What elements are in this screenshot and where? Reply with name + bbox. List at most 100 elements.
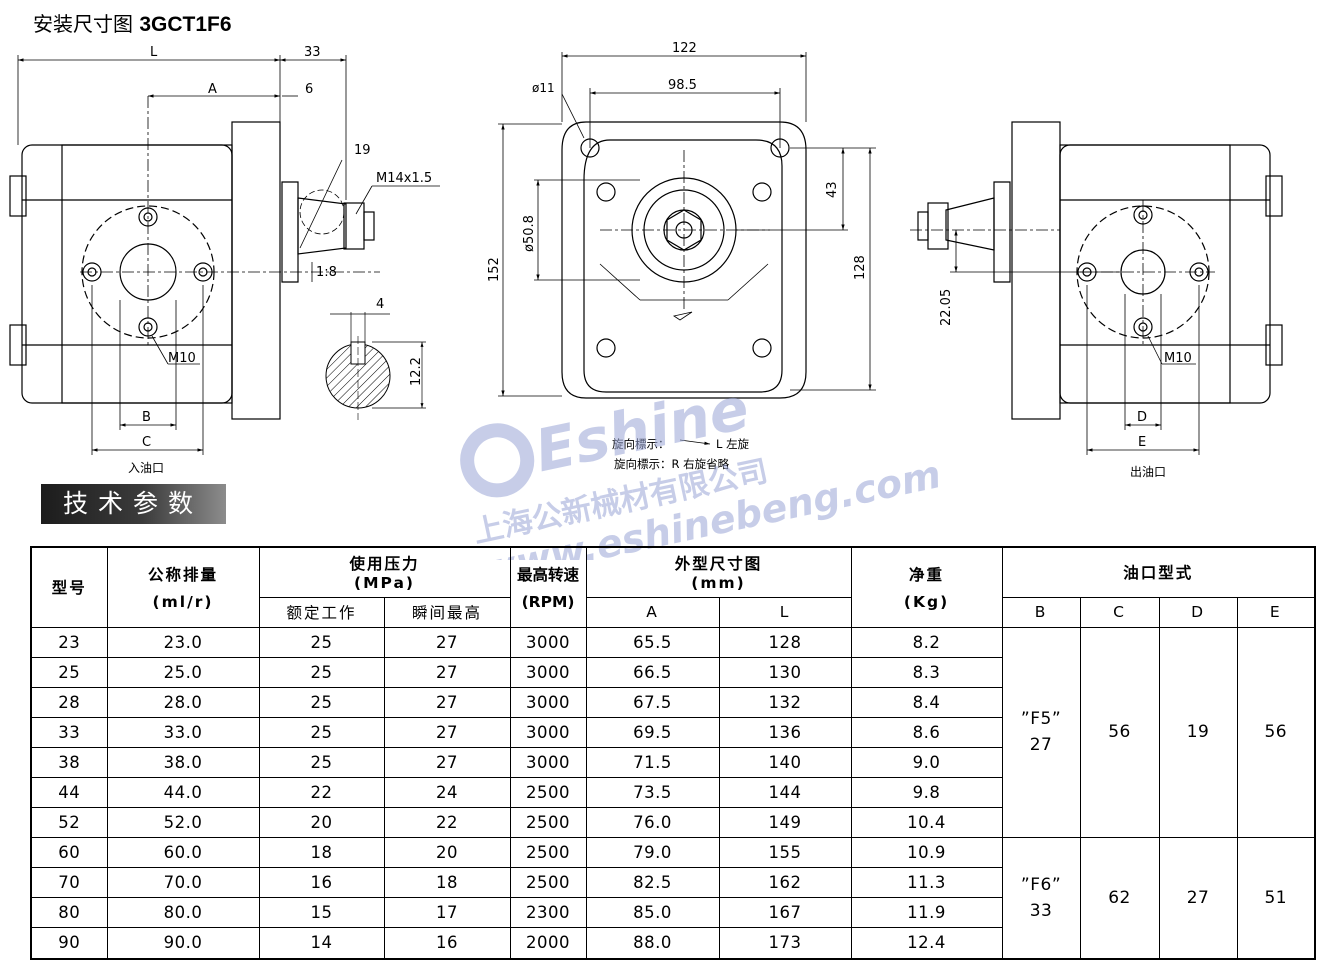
cell: 2500 [509,807,587,839]
cell: 15 [258,897,385,929]
cell: 27 [383,686,511,718]
dim-128: 128 [853,255,868,280]
th-port-c: C [1079,596,1160,628]
table-row: 23 23.0 25 27 3000 65.5 128 8.2 ”F5” 27 … [30,626,1316,839]
spec-table: 型号 公称排量 (ml/r) 使用压力 (MPa) 最高转速 (RPM) 外型尺… [30,546,1317,960]
cell: 88.0 [585,927,720,960]
cell: 9.8 [850,776,1003,809]
th-pressure-label: 使用压力 [349,555,420,574]
dim-L: L [150,45,158,60]
port-f5-b: ”F5” 27 [1001,626,1081,839]
th-displacement-unit: (ml/r) [152,593,214,612]
cell: 8.3 [850,656,1003,688]
th-peak: 瞬间最高 [383,596,511,628]
pilot-dia: ø50.8 [522,215,537,252]
th-speed-label: 最高转速 [517,566,580,585]
m10-right: M10 [1164,351,1192,366]
cell: 3000 [509,656,587,688]
cell: 2500 [509,867,587,899]
th-pressure: 使用压力 (MPa) [258,546,511,598]
cell: 27 [383,656,511,688]
cell: 38.0 [106,746,260,778]
dim-152: 152 [487,257,502,282]
cell: 140 [718,746,852,778]
th-rated: 额定工作 [258,596,385,628]
cell: 67.5 [585,686,720,718]
cell: 14 [258,927,385,960]
cell: 80.0 [106,897,260,929]
cell: 25 [258,686,385,718]
section-title: 技术参数 [41,484,226,524]
cell: 66.5 [585,656,720,688]
cell: 132 [718,686,852,718]
cell: 25.0 [106,656,260,688]
port-f5-c: 56 [1079,626,1160,839]
right-view-text: 22.05 M10 D E 出油口 [939,289,1192,479]
port-f5-b-value: 27 [1029,735,1053,756]
cell: 27 [383,716,511,748]
cell: 60.0 [106,837,260,869]
dim-33: 33 [304,45,321,60]
cell: 9.0 [850,746,1003,778]
th-dims-label: 外型尺寸图 [674,555,763,574]
cell: 18 [383,867,511,899]
cell: 162 [718,867,852,899]
cell: 25 [258,626,385,658]
front-view-text: 122 98.5 ø11 152 ø50.8 43 128 旋向標示： L 左旋… [487,41,868,471]
th-speed: 最高转速 (RPM) [509,546,587,628]
dim-98: 98.5 [668,78,697,93]
cell: 90.0 [106,927,260,960]
cell: 8.4 [850,686,1003,718]
cell: 60 [30,837,108,869]
cell: 28 [30,686,108,718]
hole-dia: ø11 [532,81,555,95]
th-weight-unit: (Kg) [903,593,950,612]
table-row: 90 90.0 14 16 2000 88.0 173 12.4 [30,927,1315,960]
cell: 11.3 [850,867,1003,899]
technical-drawings: L 33 A 6 19 M14x1.5 1:8 M10 B C 入油口 4 12… [0,36,1324,486]
title-cn: 安装尺寸图 [33,12,133,36]
left-view [9,96,380,420]
th-dim-l: L [718,596,852,628]
table-row: 52 52.0 20 22 2500 76.0 149 10.4 [30,807,1315,839]
cell: 25 [258,716,385,748]
cell: 76.0 [585,807,720,839]
cell: 11.9 [850,897,1003,929]
m10-left: M10 [168,351,196,366]
port-f6-b: ”F6” 33 [1001,837,1081,960]
cell: 90 [30,927,108,960]
dim-43: 43 [825,181,840,198]
th-dims-unit: (mm) [691,574,746,593]
cell: 27 [383,626,511,658]
title-model: 3GCT1F6 [139,13,232,36]
dim-B: B [142,410,151,425]
page-title: 安装尺寸图 3GCT1F6 [33,8,232,37]
th-pressure-unit: (MPa) [354,574,415,593]
outlet-label: 出油口 [1130,465,1166,479]
cell: 12.4 [850,927,1003,960]
th-port-b: B [1001,596,1081,628]
dim-D: D [1137,410,1147,425]
key-width: 4 [376,297,384,312]
dim-E: E [1138,435,1146,450]
rotation-arrow-icon [679,439,711,445]
cell: 167 [718,897,852,929]
cell: 52.0 [106,807,260,839]
th-port: 油口型式 [1001,546,1316,598]
rotation-l2: L 左旋 [716,437,750,451]
th-displacement-label: 公称排量 [147,566,218,585]
table-row: 80 80.0 15 17 2300 85.0 167 11.9 [30,897,1315,929]
th-weight: 净重 (Kg) [850,546,1003,628]
dim-122: 122 [672,41,697,56]
cell: 3000 [509,716,587,748]
port-f5-e: 56 [1236,626,1316,839]
cell: 33 [30,716,108,748]
th-weight-label: 净重 [909,566,945,585]
th-port-e: E [1236,596,1316,628]
cell: 10.9 [850,837,1003,869]
front-dimensions [498,52,876,397]
cell: 8.2 [850,626,1003,658]
port-f6-d: 27 [1158,837,1238,960]
cell: 2500 [509,837,587,869]
cell: 3000 [509,626,587,658]
